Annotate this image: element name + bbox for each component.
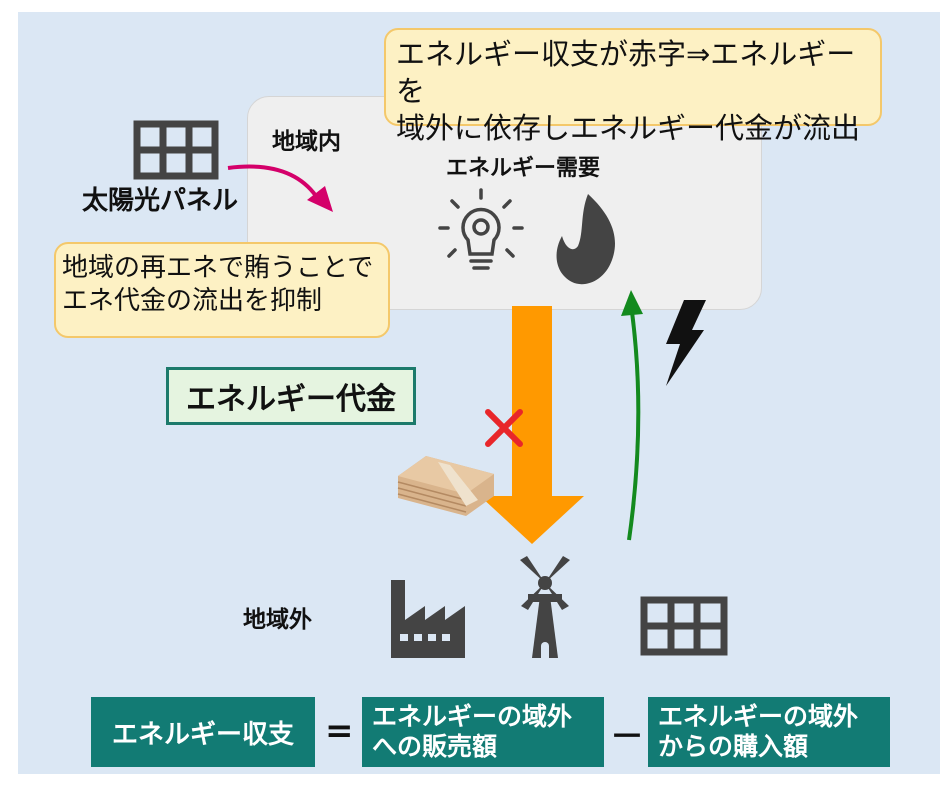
deficit-callout: エネルギー収支が赤字⇒エネルギーを 域外に依存しエネルギー代金が流出 — [384, 28, 882, 145]
factory-icon — [391, 580, 465, 658]
deficit-callout-line1: エネルギー収支が赤字⇒エネルギーを — [396, 37, 856, 109]
energy-payment-arrow — [480, 306, 584, 544]
renewable-callout-line1: 地域の再エネで賄うことで — [62, 253, 374, 283]
deficit-callout-line2: 域外に依存しエネルギー代金が流出 — [396, 111, 861, 146]
external-sales-box: エネルギーの域外 への販売額 — [362, 697, 604, 767]
inside-region-label: 地域内 — [272, 129, 341, 155]
minus-sign: － — [610, 717, 644, 757]
energy-balance-box: エネルギー収支 — [91, 697, 315, 767]
money-icon — [397, 456, 494, 516]
renewable-callout-line2: エネ代金の流出を抑制 — [62, 286, 323, 317]
lightning-icon — [666, 300, 706, 386]
blocked-mark-icon — [485, 409, 523, 447]
energy-demand-label: エネルギー需要 — [446, 156, 601, 181]
energy-supply-arrow — [621, 290, 643, 541]
lightbulb-icon — [438, 188, 524, 270]
energy-payment-label: エネルギー代金 — [166, 367, 416, 425]
solar-panel-icon — [133, 120, 219, 180]
external-purchase-box: エネルギーの域外 からの購入額 — [648, 697, 890, 767]
external-sales-line2: への販売額 — [372, 732, 498, 761]
equals-sign: = — [325, 711, 354, 751]
outside-region-label: 地域外 — [243, 607, 312, 633]
flame-icon — [556, 194, 615, 285]
external-purchase-line2: からの購入額 — [658, 732, 809, 761]
outside-solar-panel-icon — [640, 596, 728, 656]
solar-supply-arrow — [227, 164, 333, 212]
external-purchase-line1: エネルギーの域外 — [658, 702, 859, 731]
solar-panel-label: 太陽光パネル — [82, 186, 239, 216]
external-sales-line1: エネルギーの域外 — [372, 702, 573, 731]
windmill-icon — [520, 556, 570, 658]
renewable-callout: 地域の再エネで賄うことで エネ代金の流出を抑制 — [54, 242, 390, 338]
